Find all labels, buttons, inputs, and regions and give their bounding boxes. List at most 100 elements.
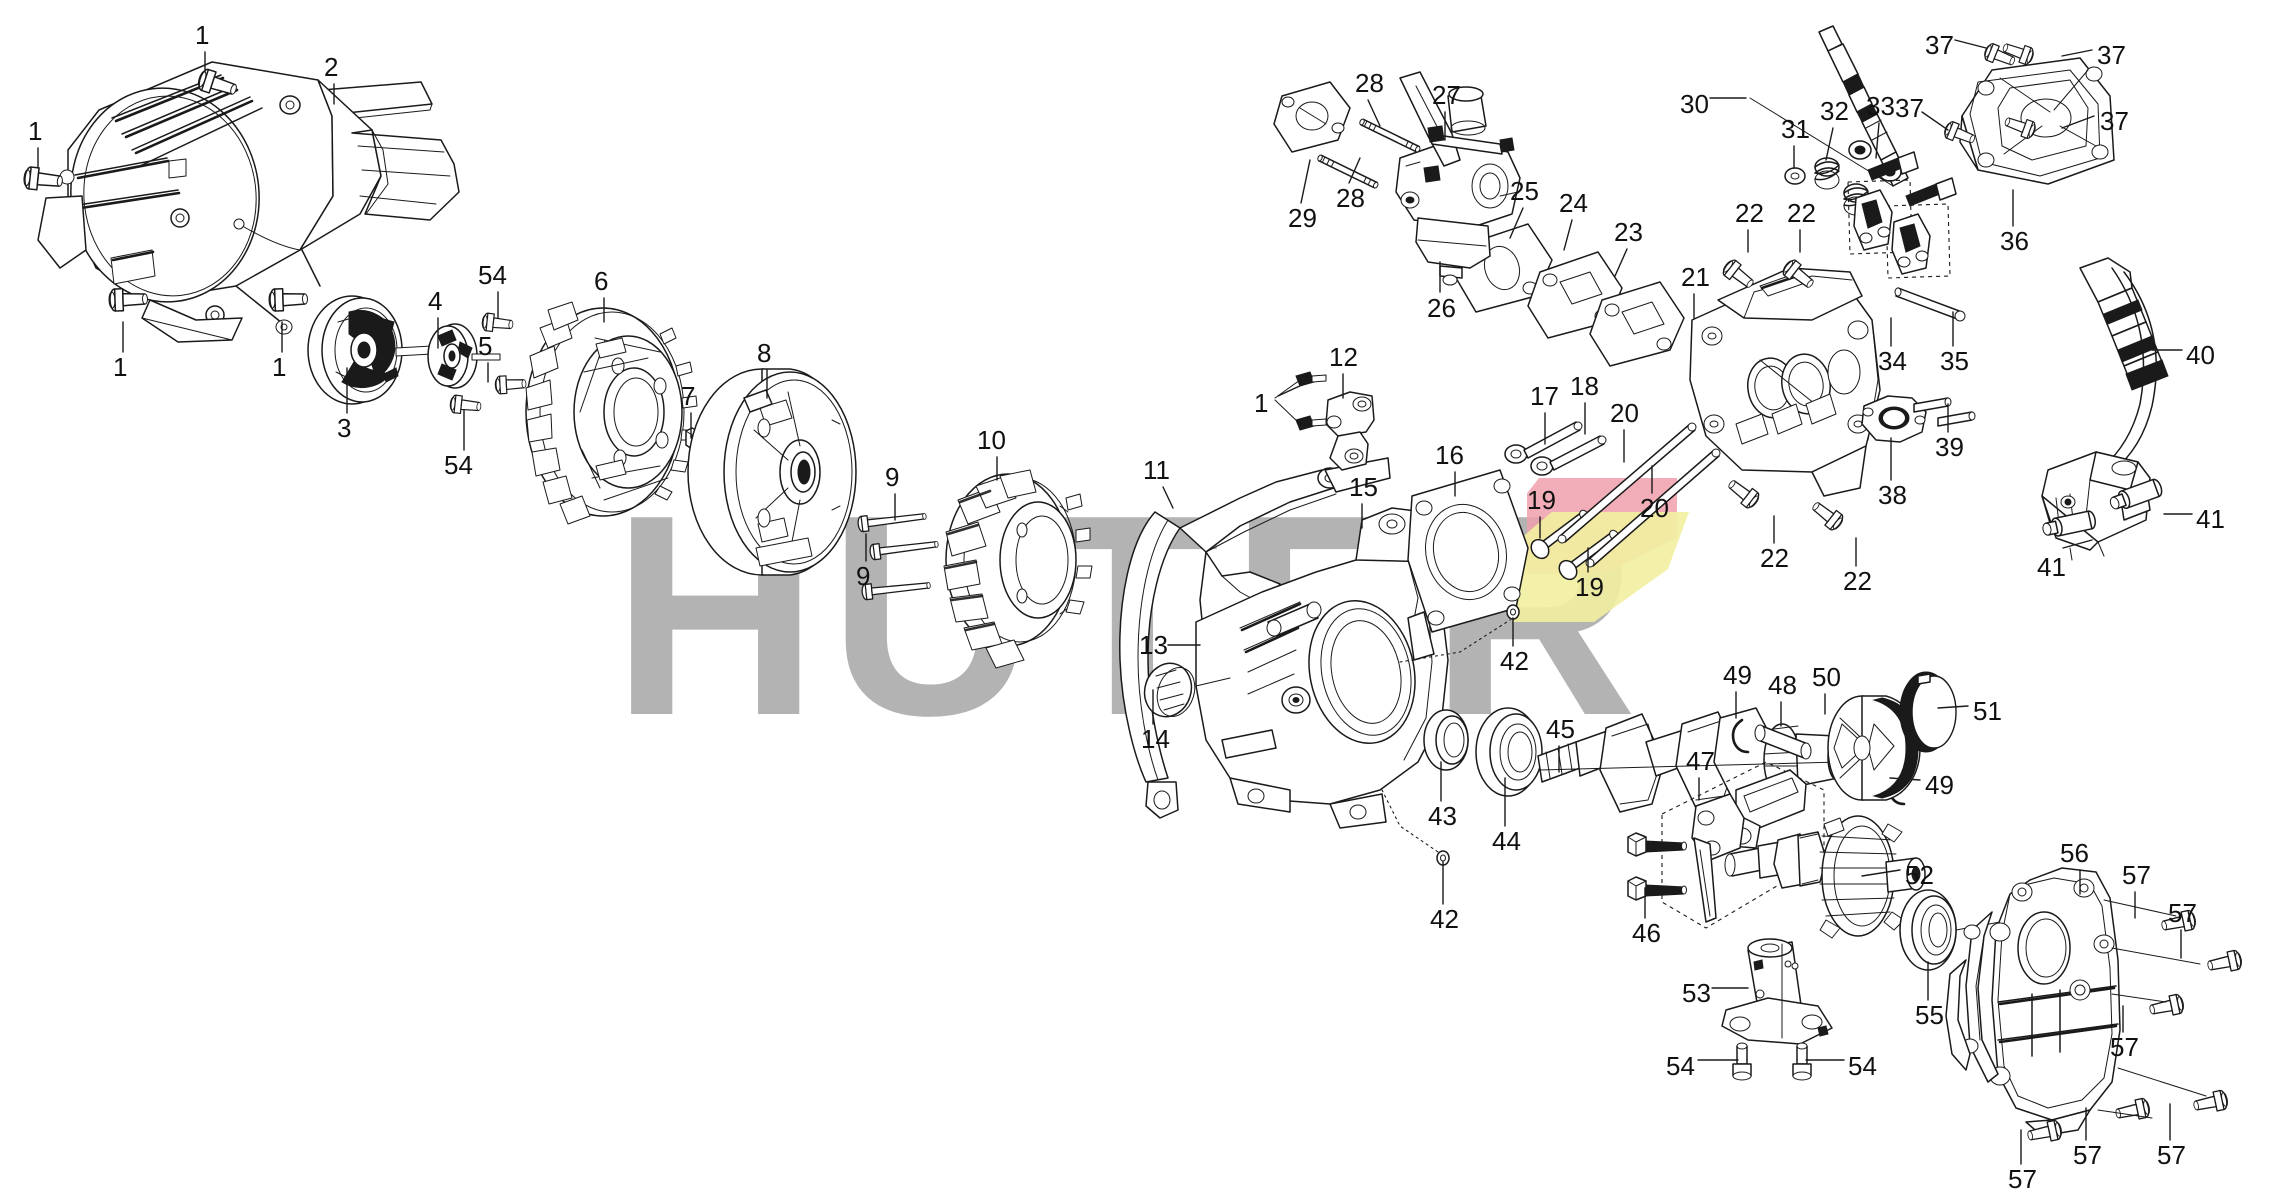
callout-number-5: 5 bbox=[478, 331, 493, 361]
callout-number-7: 7 bbox=[681, 381, 696, 411]
blower-housing-assembly bbox=[37, 61, 460, 343]
callout-number-1: 1 bbox=[28, 116, 43, 146]
callout-number-57: 57 bbox=[2157, 1140, 2186, 1170]
callout-number-49: 49 bbox=[1925, 770, 1954, 800]
callout-number-49: 49 bbox=[1723, 660, 1752, 690]
callout-number-57: 57 bbox=[2008, 1164, 2037, 1194]
callout-number-54: 54 bbox=[1848, 1051, 1877, 1081]
ignition-coil-bolts bbox=[2042, 478, 2163, 537]
piston-ring bbox=[1899, 671, 1957, 753]
piston bbox=[1827, 695, 1921, 801]
callout-number-51: 51 bbox=[1973, 696, 2002, 726]
callout-number-57: 57 bbox=[2122, 860, 2151, 890]
callout-number-41: 41 bbox=[2196, 504, 2225, 534]
callout-number-22: 22 bbox=[1787, 198, 1816, 228]
carburetor-assembly bbox=[1395, 71, 1521, 286]
callout-number-42: 42 bbox=[1500, 646, 1529, 676]
connecting-rod bbox=[1661, 761, 1825, 929]
callout-number-46: 46 bbox=[1632, 918, 1661, 948]
crankcase-body bbox=[1195, 507, 1449, 829]
callout-number-18: 18 bbox=[1570, 371, 1599, 401]
callout-number-26: 26 bbox=[1427, 293, 1456, 323]
conrod-bolts bbox=[1627, 832, 1687, 901]
callout-number-4: 4 bbox=[428, 286, 443, 316]
callout-number-56: 56 bbox=[2060, 838, 2089, 868]
callout-number-8: 8 bbox=[757, 338, 772, 368]
callout-number-1: 1 bbox=[1254, 388, 1269, 418]
callout-number-45: 45 bbox=[1546, 714, 1575, 744]
cylinder-head-gasket bbox=[1407, 469, 1529, 661]
callout-number-42: 42 bbox=[1430, 904, 1459, 934]
callout-number-48: 48 bbox=[1768, 670, 1797, 700]
callout-number-52: 52 bbox=[1905, 860, 1934, 890]
recoil-starter-assembly bbox=[307, 295, 433, 405]
callout-number-15: 15 bbox=[1349, 472, 1378, 502]
callout-number-41: 41 bbox=[2037, 552, 2066, 582]
callout-number-53: 53 bbox=[1682, 978, 1711, 1008]
callout-number-39: 39 bbox=[1935, 432, 1964, 462]
callout-number-47: 47 bbox=[1686, 746, 1715, 776]
exhaust-gasket bbox=[1861, 395, 1927, 443]
callout-number-22: 22 bbox=[1843, 566, 1872, 596]
callout-number-34: 34 bbox=[1878, 346, 1907, 376]
callout-number-20: 20 bbox=[1640, 493, 1669, 523]
callout-number-43: 43 bbox=[1428, 801, 1457, 831]
callout-number-50: 50 bbox=[1812, 662, 1841, 692]
camshaft bbox=[1724, 815, 1926, 939]
callout-number-1: 1 bbox=[195, 20, 210, 50]
callout-number-19: 19 bbox=[1575, 572, 1604, 602]
callout-number-1: 1 bbox=[113, 352, 128, 382]
callout-number-12: 12 bbox=[1329, 342, 1358, 372]
callout-number-37: 37 bbox=[1895, 93, 1924, 123]
callout-number-32: 32 bbox=[1820, 96, 1849, 126]
callout-number-35: 35 bbox=[1940, 346, 1969, 376]
callout-number-21: 21 bbox=[1681, 262, 1710, 292]
callout-number-38: 38 bbox=[1878, 480, 1907, 510]
callout-number-14: 14 bbox=[1141, 724, 1170, 754]
air-baffle-plate bbox=[1119, 457, 1391, 819]
callout-number-13: 13 bbox=[1139, 630, 1168, 660]
callout-number-3: 3 bbox=[337, 413, 352, 443]
callout-number-28: 28 bbox=[1355, 68, 1384, 98]
callout-number-57: 57 bbox=[2168, 898, 2197, 928]
callout-number-37: 37 bbox=[2097, 40, 2126, 70]
callout-number-30: 30 bbox=[1680, 89, 1709, 119]
intake-insulator-gaskets bbox=[1455, 223, 1685, 367]
callout-number-17: 17 bbox=[1530, 381, 1559, 411]
rocker-arm-sets bbox=[1847, 151, 1957, 279]
callout-number-57: 57 bbox=[2073, 1140, 2102, 1170]
callout-number-54: 54 bbox=[1666, 1051, 1695, 1081]
flywheel bbox=[687, 368, 857, 576]
callout-number-44: 44 bbox=[1492, 826, 1521, 856]
callout-number-22: 22 bbox=[1735, 198, 1764, 228]
rocker-adjuster-parts bbox=[1504, 421, 1607, 476]
crankcase-cover-bolts-group bbox=[2025, 899, 2244, 1147]
stator-coil-pack bbox=[943, 469, 1093, 669]
callout-number-22: 22 bbox=[1760, 543, 1789, 573]
callout-number-57: 57 bbox=[2110, 1032, 2139, 1062]
callout-number-27: 27 bbox=[1432, 80, 1461, 110]
callout-number-6: 6 bbox=[594, 266, 609, 296]
callout-number-55: 55 bbox=[1915, 1000, 1944, 1030]
valve-adjust-rod bbox=[1894, 287, 1966, 322]
valve-cover bbox=[1959, 57, 2115, 185]
callout-number-9: 9 bbox=[856, 561, 871, 591]
callout-number-10: 10 bbox=[977, 425, 1006, 455]
callout-number-19: 19 bbox=[1527, 485, 1556, 515]
crank-seal-and-bearing bbox=[1423, 707, 1543, 797]
callout-number-16: 16 bbox=[1435, 440, 1464, 470]
callout-number-20: 20 bbox=[1610, 398, 1639, 428]
callout-number-36: 36 bbox=[2000, 226, 2029, 256]
callout-number-28: 28 bbox=[1336, 183, 1365, 213]
callout-number-24: 24 bbox=[1559, 188, 1588, 218]
crankcase-cover bbox=[1945, 867, 2121, 1137]
engine-mount-bracket bbox=[1274, 371, 1375, 471]
callout-number-54: 54 bbox=[478, 260, 507, 290]
callout-number-9: 9 bbox=[885, 462, 900, 492]
oil-sensor-bolts bbox=[1732, 1042, 1812, 1081]
callout-number-37: 37 bbox=[2100, 106, 2129, 136]
callout-number-54: 54 bbox=[444, 450, 473, 480]
callout-number-2: 2 bbox=[324, 52, 339, 82]
